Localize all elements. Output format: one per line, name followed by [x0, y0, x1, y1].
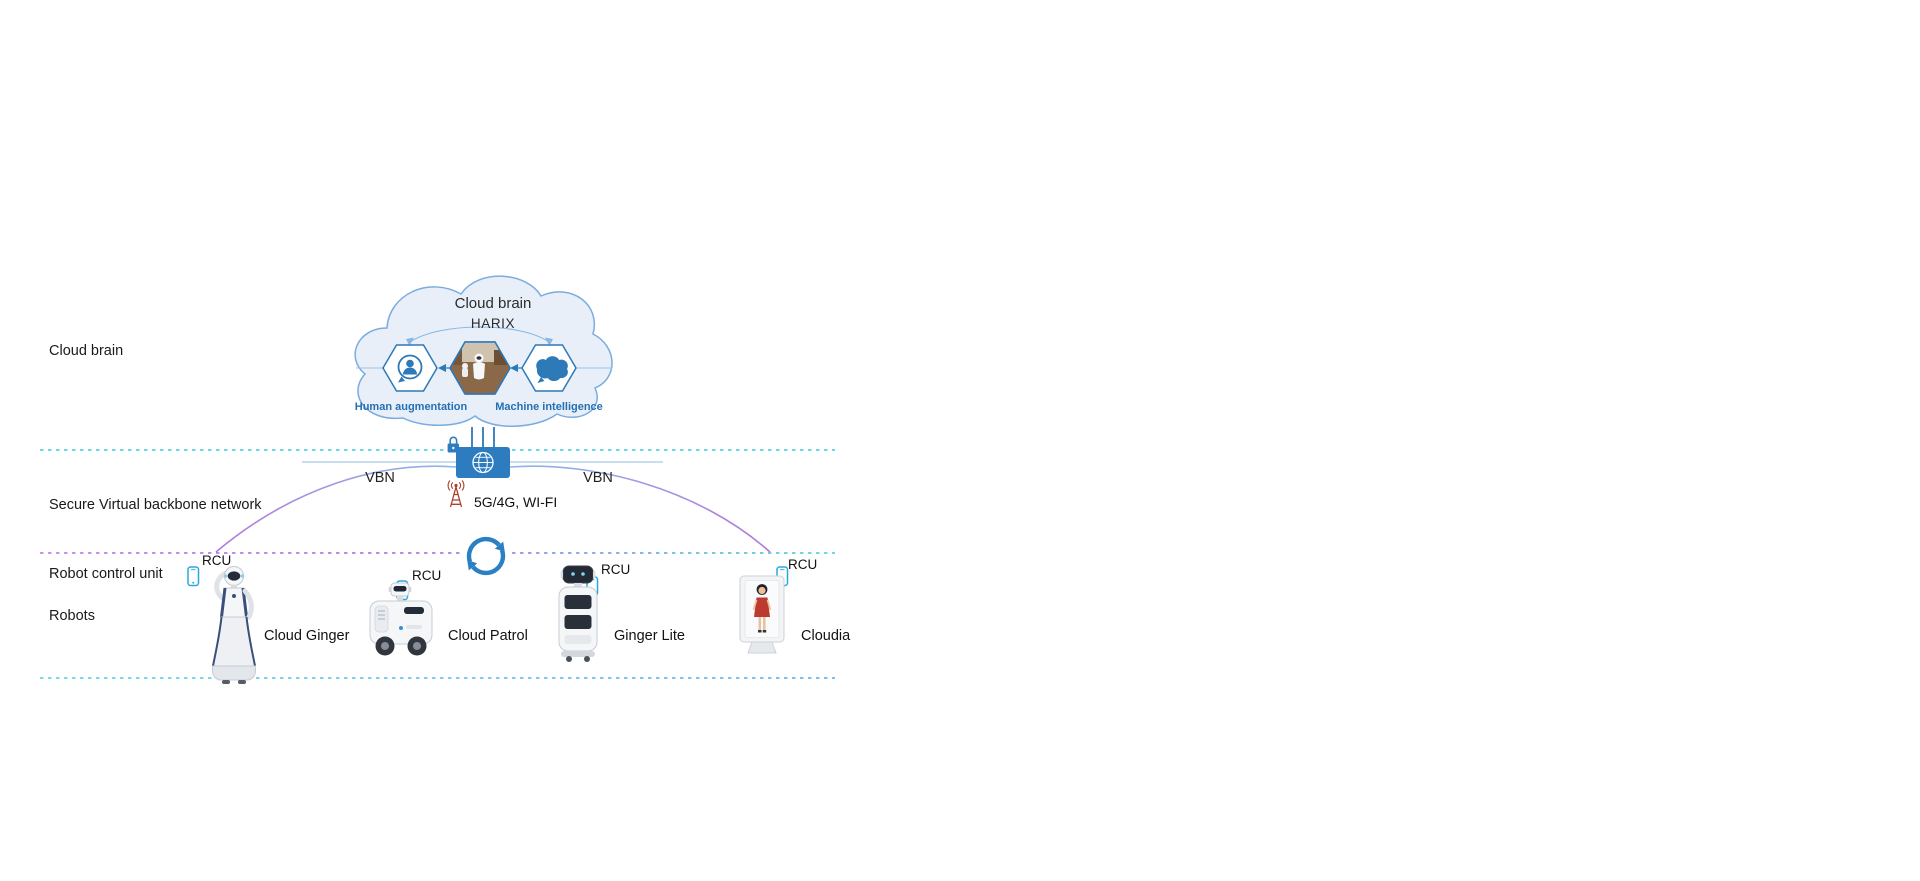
vbn-arc-right: [509, 465, 771, 553]
hexagon-human-augmentation: [382, 344, 438, 392]
arrow-left-icon: [510, 364, 518, 372]
rcu-label-cloud-patrol: RCU: [412, 568, 442, 583]
robot-name-cloudia: Cloudia: [801, 628, 851, 644]
rcu-label-cloud-ginger: RCU: [202, 553, 232, 568]
vbn-arc-left: [215, 465, 457, 553]
wireless-label: 5G/4G, WI-FI: [474, 494, 558, 510]
robot-name-cloud-patrol: Cloud Patrol: [448, 628, 528, 644]
rcu-label-cloudia: RCU: [788, 557, 818, 572]
robot-cloud-ginger-image: [211, 566, 257, 684]
hexagon-machine-intelligence: [521, 344, 577, 392]
cloud-router-connectors: [471, 427, 495, 447]
rcu-label-ginger-lite: RCU: [601, 562, 631, 577]
layer-label-secure-vbn: Secure Virtual backbone network: [49, 497, 262, 513]
rcu-phone-cloud-ginger: [187, 566, 200, 587]
hexagon-connectors: [356, 364, 612, 372]
robot-name-ginger-lite: Ginger Lite: [614, 628, 685, 644]
arrow-left-icon: [438, 364, 446, 372]
cloud-subtitle: HARIX: [470, 316, 516, 331]
vbn-label-left: VBN: [365, 470, 395, 486]
layer-label-cloud-brain: Cloud brain: [49, 343, 124, 359]
caption-human-augmentation: Human augmentation: [354, 401, 468, 413]
robot-ginger-lite-image: [558, 565, 598, 662]
lock-icon: [447, 436, 459, 453]
smartphone-icon: [187, 566, 200, 587]
globe-icon: [472, 451, 494, 474]
radio-tower-icon: [447, 480, 465, 508]
robot-name-cloud-ginger: Cloud Ginger: [264, 628, 350, 644]
brain-icon: [536, 356, 568, 383]
person-chat-icon: [397, 354, 423, 383]
vbn-label-right: VBN: [583, 470, 613, 486]
router-icon: [456, 447, 510, 478]
layer-label-robot-control-unit: Robot control unit: [49, 566, 163, 582]
caption-machine-intelligence: Machine intelligence: [495, 401, 603, 413]
robot-cloudia-image: [739, 575, 785, 654]
layer-separators: [40, 449, 835, 679]
cloud-title: Cloud brain: [454, 295, 532, 312]
robot-cloud-patrol-image: [369, 582, 433, 656]
layer-label-robots: Robots: [49, 608, 95, 624]
sync-arrows-icon: [463, 533, 509, 579]
hexagon-top-arc: [406, 326, 553, 346]
hexagon-robot-scene: [449, 341, 511, 395]
